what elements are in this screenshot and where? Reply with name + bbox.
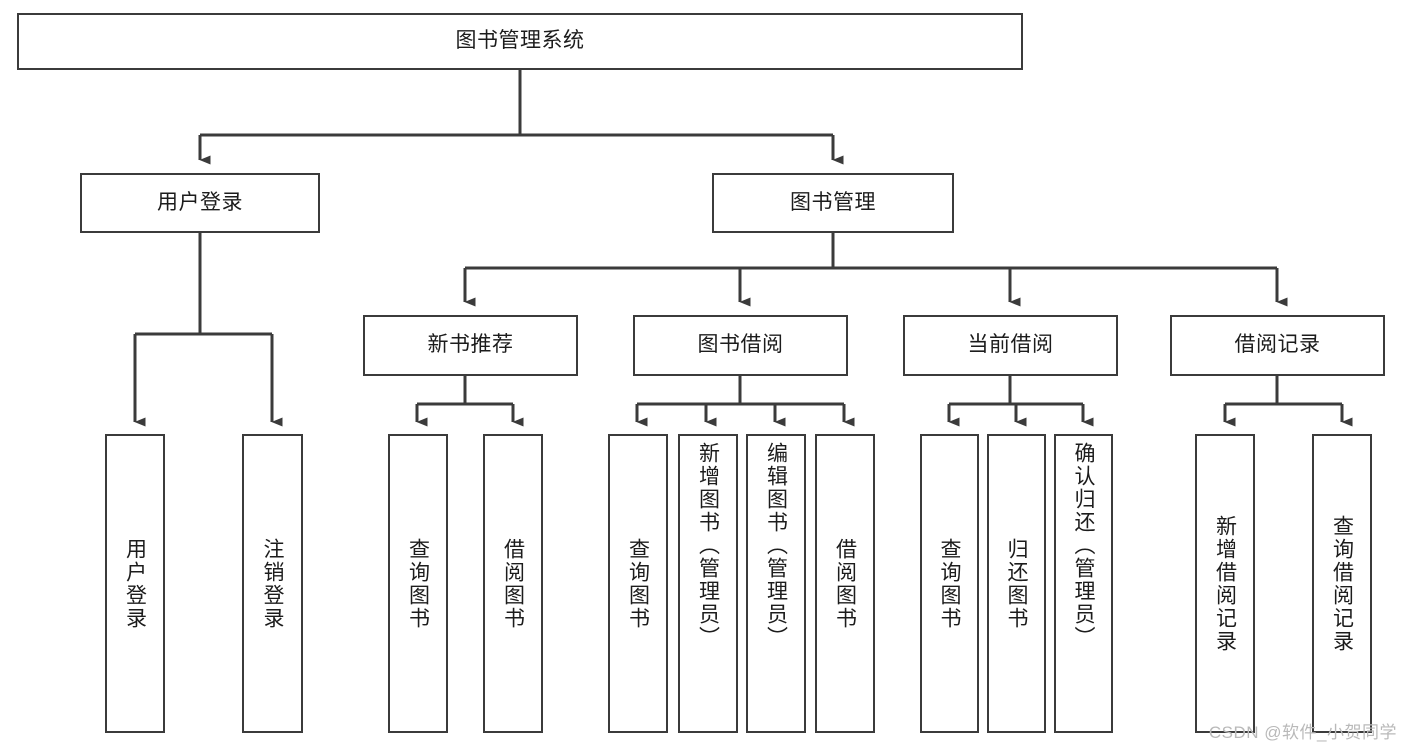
leaf-add-borrowing-record[interactable]: 新增借阅记录	[1195, 434, 1255, 733]
node-label: 编辑图书（管理员）	[764, 442, 788, 649]
leaf-return-book[interactable]: 归还图书	[987, 434, 1046, 733]
leaf-add-book-admin[interactable]: 新增图书（管理员）	[678, 434, 738, 733]
leaf-query-book-new-recommendation[interactable]: 查询图书	[388, 434, 448, 733]
node-label: 借阅图书	[833, 537, 857, 630]
node-user-login[interactable]: 用户登录	[80, 173, 320, 233]
node-borrowing-record[interactable]: 借阅记录	[1170, 315, 1385, 376]
node-label: 归还图书	[1005, 537, 1029, 630]
leaf-edit-book-admin[interactable]: 编辑图书（管理员）	[746, 434, 806, 733]
node-label: 图书管理	[790, 190, 876, 214]
leaf-logout[interactable]: 注销登录	[242, 434, 303, 733]
node-label: 新书推荐	[427, 333, 514, 357]
node-label: 查询图书	[938, 537, 962, 630]
node-label: 图书借阅	[697, 333, 784, 357]
node-root-book-management-system[interactable]: 图书管理系统	[17, 13, 1023, 70]
node-label: 查询图书	[626, 537, 650, 630]
node-book-borrowing[interactable]: 图书借阅	[633, 315, 848, 376]
leaf-query-book-borrowing[interactable]: 查询图书	[608, 434, 668, 733]
node-new-book-recommendation[interactable]: 新书推荐	[363, 315, 578, 376]
node-current-borrowing[interactable]: 当前借阅	[903, 315, 1118, 376]
leaf-borrow-book-borrowing[interactable]: 借阅图书	[815, 434, 875, 733]
node-label: 用户登录	[123, 537, 147, 630]
csdn-watermark: CSDN @软件_小贺同学	[1208, 723, 1397, 742]
leaf-borrow-book-new-recommendation[interactable]: 借阅图书	[483, 434, 543, 733]
node-label: 查询图书	[406, 537, 430, 630]
node-label: 当前借阅	[967, 333, 1054, 357]
leaf-user-login[interactable]: 用户登录	[105, 434, 165, 733]
node-label: 借阅记录	[1234, 333, 1321, 357]
leaf-query-borrowing-record[interactable]: 查询借阅记录	[1312, 434, 1372, 733]
node-label: 确认归还（管理员）	[1072, 442, 1096, 649]
node-label: 用户登录	[157, 190, 243, 214]
node-label: 注销登录	[261, 537, 285, 630]
node-label: 图书管理系统	[455, 29, 585, 53]
node-book-management[interactable]: 图书管理	[712, 173, 954, 233]
node-label: 新增借阅记录	[1213, 514, 1237, 653]
node-label: 新增图书（管理员）	[696, 442, 720, 649]
leaf-confirm-return-admin[interactable]: 确认归还（管理员）	[1054, 434, 1113, 733]
leaf-query-book-current[interactable]: 查询图书	[920, 434, 979, 733]
node-label: 借阅图书	[501, 537, 525, 630]
node-label: 查询借阅记录	[1330, 514, 1354, 653]
